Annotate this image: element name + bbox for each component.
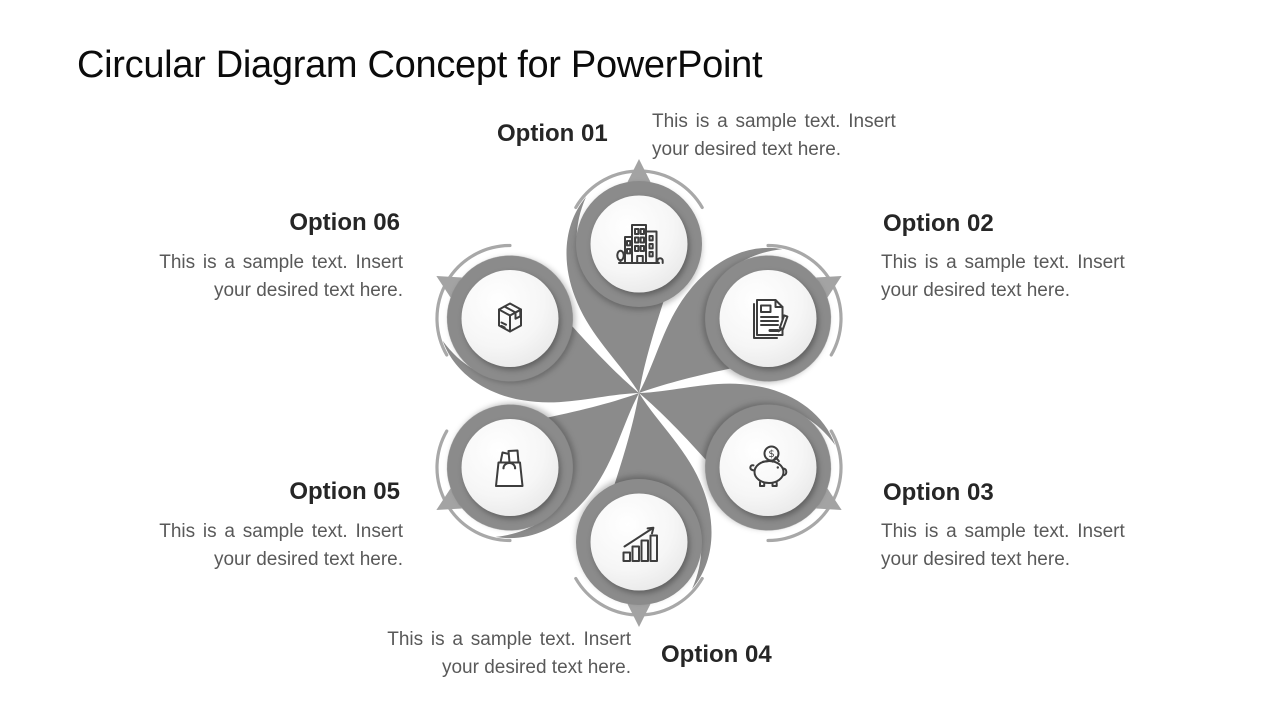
description-line: This is a sample text. Insert — [881, 521, 1125, 542]
description-line: This is a sample text. Insert — [652, 111, 896, 132]
option-04-circle — [590, 493, 688, 591]
description-line: This is a sample text. Insert — [159, 521, 403, 542]
shopping-bag-icon — [495, 449, 524, 487]
option-04-description: This is a sample text. Insert your desir… — [363, 626, 631, 682]
description-line: your desired text here. — [213, 549, 403, 570]
option-03-description: This is a sample text. Insert your desir… — [881, 518, 1149, 574]
description-line: your desired text here. — [213, 280, 403, 301]
description-line: This is a sample text. Insert — [387, 629, 631, 650]
piggy-bank-icon: $ — [749, 445, 788, 487]
option-06-description: This is a sample text. Insert your desir… — [135, 249, 403, 305]
option-04-label: Option 04 — [661, 641, 772, 668]
bar-chart-growth-icon — [622, 526, 658, 562]
svg-text:$: $ — [768, 449, 774, 460]
option-05-description: This is a sample text. Insert your desir… — [135, 518, 403, 574]
option-02-label: Option 02 — [883, 210, 994, 237]
option-05-label: Option 05 — [289, 478, 400, 505]
slide-title: Circular Diagram Concept for PowerPoint — [77, 44, 763, 86]
building-icon — [616, 224, 664, 264]
option-01-circle — [590, 195, 688, 293]
description-line: your desired text here. — [652, 139, 842, 160]
package-box-icon — [498, 302, 522, 333]
option-02-description: This is a sample text. Insert your desir… — [881, 249, 1149, 305]
description-line: your desired text here. — [441, 657, 631, 678]
description-line: This is a sample text. Insert — [881, 252, 1125, 273]
option-03-circle — [719, 419, 817, 516]
description-line: your desired text here. — [881, 280, 1071, 301]
option-06-label: Option 06 — [289, 209, 400, 236]
description-line: This is a sample text. Insert — [159, 252, 403, 273]
description-line: your desired text here. — [881, 549, 1071, 570]
option-01-description: This is a sample text. Insert your desir… — [652, 108, 920, 164]
option-01-label: Option 01 — [497, 120, 608, 147]
circular-pinwheel-diagram — [399, 130, 879, 660]
document-pen-icon — [753, 299, 789, 339]
option-03-label: Option 03 — [883, 479, 994, 506]
